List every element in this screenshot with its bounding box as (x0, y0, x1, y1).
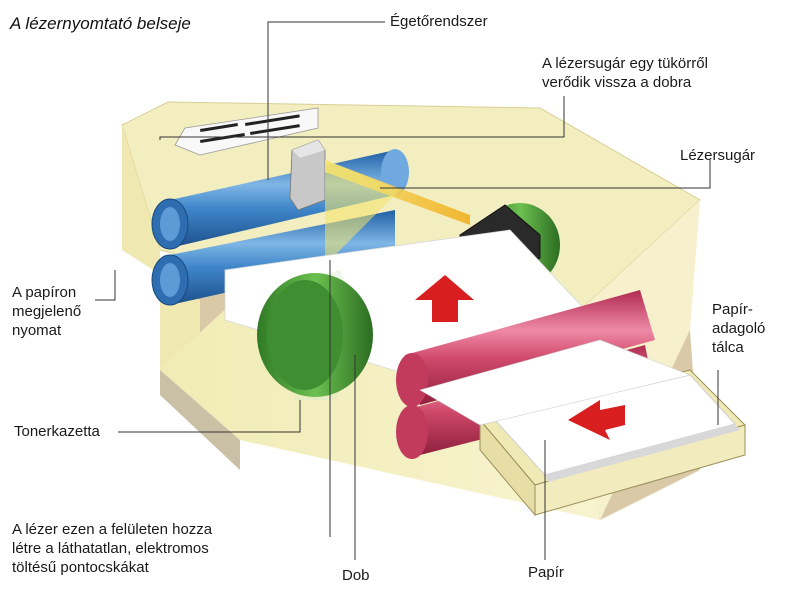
label-mirror: A lézersugár egy tükörről verődik vissza… (542, 54, 708, 92)
label-paper-tray: Papír- adagoló tálca (712, 300, 765, 357)
label-mirror-line2: verődik vissza a dobra (542, 74, 692, 91)
label-laser-surface-line3: töltésű pontocskákat (12, 559, 149, 576)
label-toner: Tonerkazetta (14, 423, 100, 440)
label-strip-text (200, 114, 300, 143)
label-fuser: Égetőrendszer (390, 13, 488, 30)
laser-reflection (325, 160, 400, 265)
label-print: A papíron megjelenő nyomat (12, 283, 81, 340)
diagram-title: A lézernyomtató belseje (10, 14, 191, 33)
label-tray-line2: adagoló (712, 320, 766, 337)
feed-arrow-upper (415, 275, 474, 322)
label-paper: Papír (528, 564, 564, 581)
printer-left-side (122, 125, 200, 390)
feed-arrow-tray (568, 400, 625, 440)
label-laser-surface: A lézer ezen a felületen hozza létre a l… (12, 520, 212, 577)
label-print-line3: nyomat (12, 322, 62, 339)
label-laser-surface-line1: A lézer ezen a felületen hozza (12, 521, 213, 538)
toner-drum (257, 270, 373, 400)
label-laser-surface-line2: létre a láthatatlan, elektromos (12, 540, 209, 557)
label-print-line2: megjelenő (12, 303, 82, 320)
label-tray-line3: tálca (712, 339, 744, 356)
label-mirror-line1: A lézersugár egy tükörről (542, 55, 708, 72)
label-drum: Dob (342, 567, 370, 584)
label-tray-line1: Papír- (712, 301, 753, 318)
paper-feed (419, 339, 692, 426)
mirror-block (289, 139, 326, 211)
label-laser-beam: Lézersugár (680, 147, 756, 164)
printer-base (160, 370, 240, 470)
leader-lines (95, 21, 719, 560)
label-print-line1: A papíron (12, 284, 77, 301)
